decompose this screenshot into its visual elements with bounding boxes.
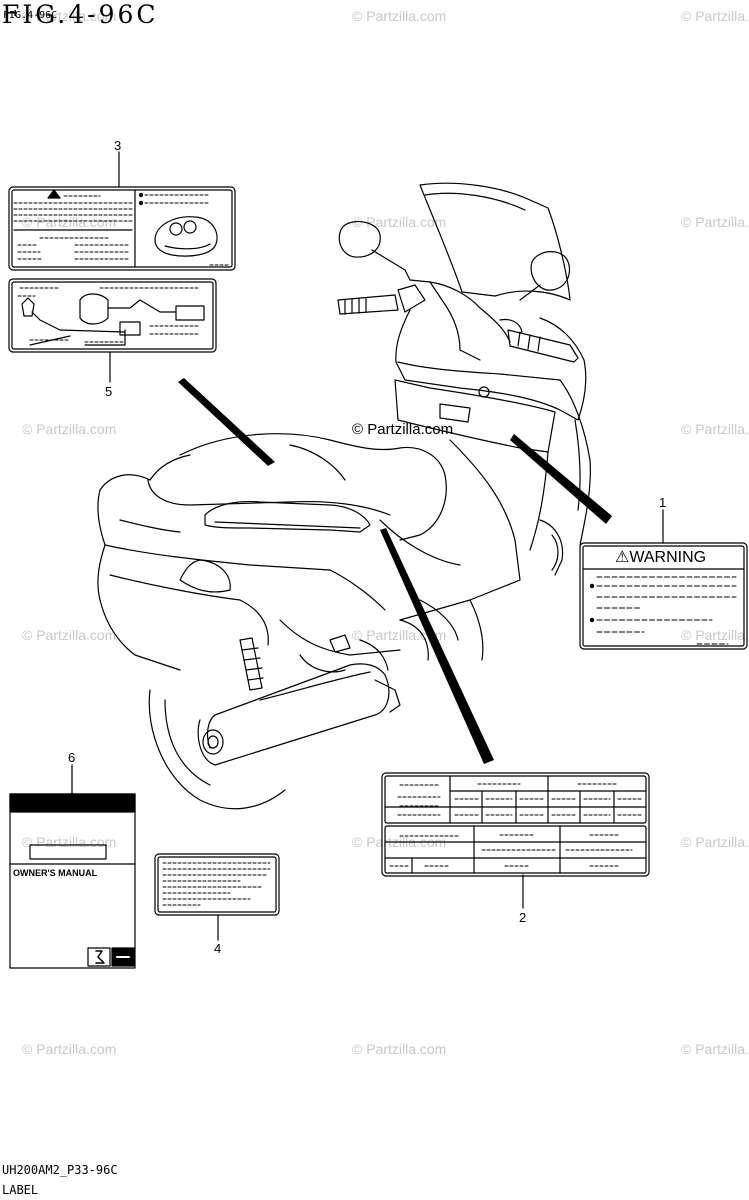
- watermark: © Partzilla.com: [681, 1041, 749, 1057]
- leader-lines: [178, 378, 612, 764]
- diagram-code: UH200AM2_P33-96C: [2, 1163, 118, 1177]
- label-part-2: [381, 772, 650, 909]
- watermark: © Partzilla.com: [681, 421, 749, 437]
- label-part-5: [8, 278, 217, 383]
- watermark: © Partzilla.com: [681, 214, 749, 230]
- figure-subtitle: FIG.4-96C: [3, 10, 58, 21]
- scooter-drawing: [97, 182, 591, 810]
- callout-2: 2: [519, 910, 527, 925]
- figure-title: FIG.4-96C: [2, 0, 159, 29]
- callout-4: 4: [214, 941, 222, 956]
- watermark: © Partzilla.com: [352, 1041, 447, 1057]
- watermark: © Partzilla.com: [681, 8, 749, 24]
- callout-6: 6: [68, 750, 76, 765]
- watermark: © Partzilla.com: [352, 8, 447, 24]
- watermark: © Partzilla.com: [22, 421, 117, 437]
- label-part-1: [579, 509, 748, 650]
- watermark: © Partzilla.com: [22, 8, 117, 24]
- watermark: © Partzilla.com: [22, 627, 117, 643]
- watermark: © Partzilla.com: [22, 834, 117, 850]
- watermark: © Partzilla.com: [352, 627, 447, 643]
- watermark: © Partzilla.com: [681, 627, 749, 643]
- callout-3: 3: [114, 138, 122, 153]
- diagram-label: LABEL: [2, 1183, 39, 1197]
- warning-heading: ⚠WARNING: [615, 549, 707, 566]
- label-part-3: [8, 151, 236, 271]
- callout-5: 5: [105, 384, 113, 399]
- owners-manual-title: OWNER'S MANUAL: [13, 868, 98, 878]
- watermark: © Partzilla.com: [22, 214, 117, 230]
- watermark: © Partzilla.com: [352, 214, 447, 230]
- watermark: © Partzilla.com: [22, 1041, 117, 1057]
- owners-manual-booklet: [9, 764, 136, 969]
- label-part-4: [154, 853, 280, 941]
- callout-1: 1: [659, 495, 667, 510]
- copyright-notice: © Partzilla.com: [352, 421, 454, 438]
- watermark: © Partzilla.com: [681, 834, 749, 850]
